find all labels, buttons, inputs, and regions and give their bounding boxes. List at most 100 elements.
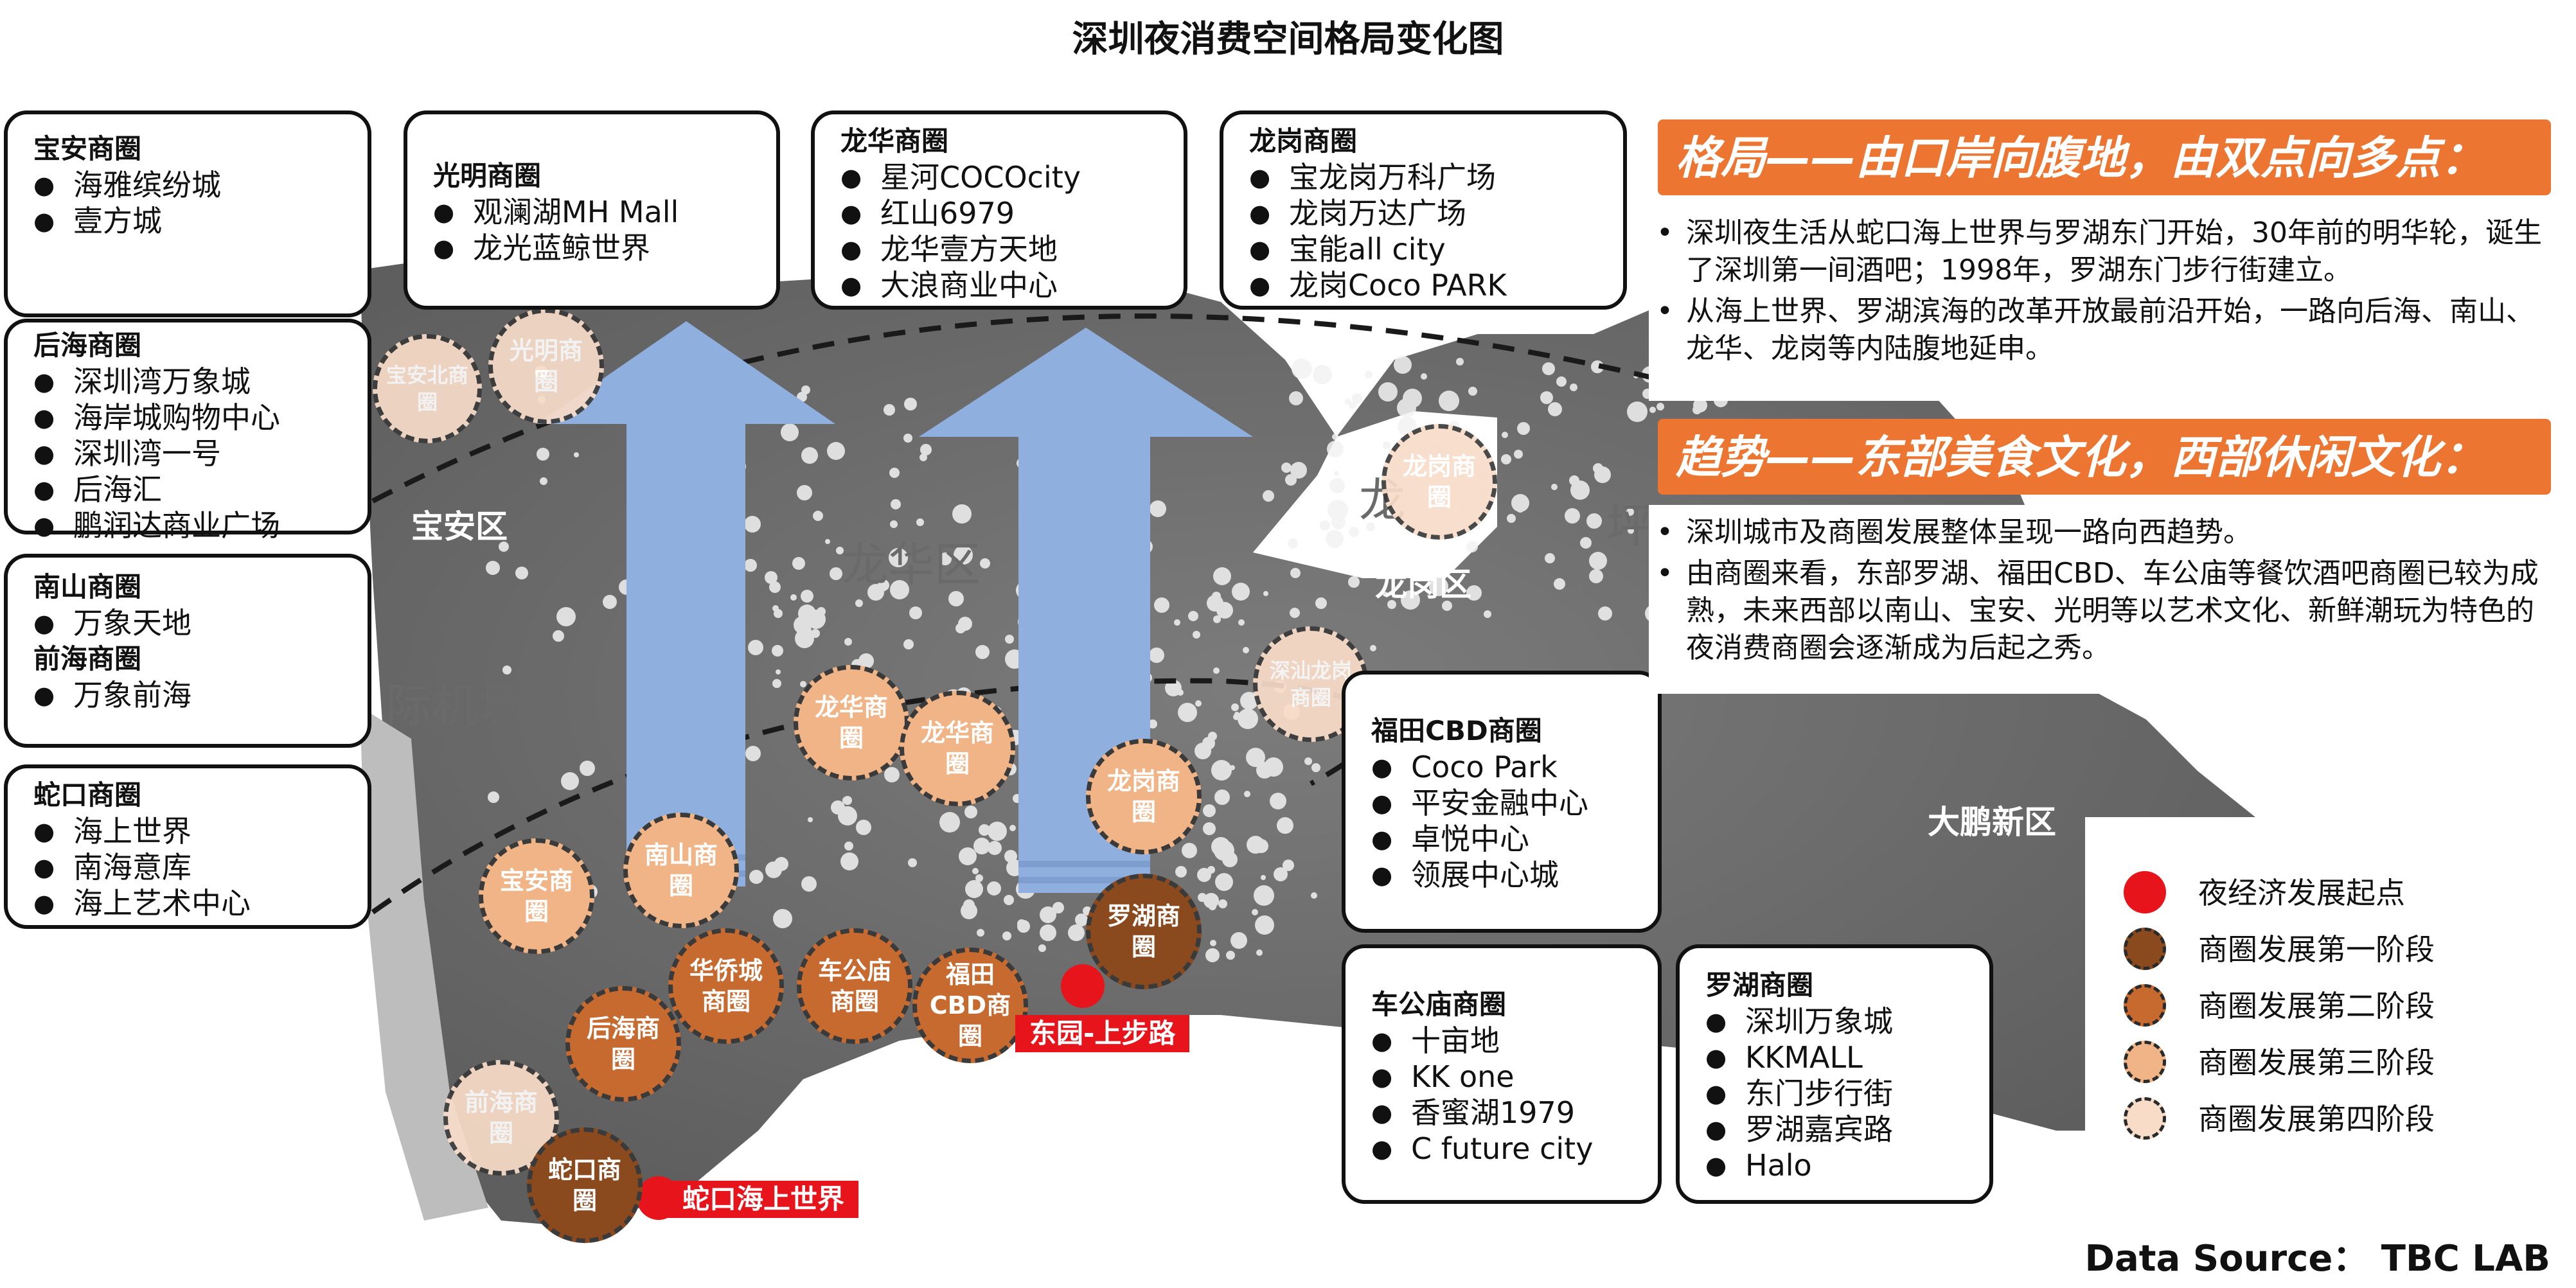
city-light-dot — [889, 468, 900, 478]
city-light-dot — [1569, 475, 1579, 486]
city-light-dot — [499, 542, 509, 552]
list-item: 卓悦中心 — [1371, 821, 1632, 857]
list-item: KKMALL — [1705, 1039, 1964, 1075]
legend-swatch-stage3 — [2124, 1041, 2166, 1083]
city-light-dot — [502, 666, 511, 675]
city-light-dot — [1304, 757, 1312, 765]
city-light-dot — [1365, 371, 1372, 378]
city-light-dot — [1514, 450, 1523, 459]
box-shekou-list: 海上世界 南海意库 海上艺术中心 — [33, 813, 342, 921]
city-light-dot — [776, 669, 781, 675]
box-longgang-header: 龙岗商圈 — [1249, 125, 1358, 157]
circle-qianhai: 前海商圈 — [443, 1060, 559, 1176]
legend-label: 商圈发展第二阶段 — [2198, 989, 2435, 1023]
city-light-dot — [1211, 837, 1230, 856]
city-light-dot — [939, 552, 952, 565]
list-item: 平安金融中心 — [1371, 785, 1632, 821]
outer-boundary-curve — [371, 313, 1736, 504]
city-light-dot — [1210, 940, 1216, 946]
city-light-dot — [1246, 748, 1265, 767]
city-light-dot — [1149, 648, 1164, 663]
city-light-dot — [561, 772, 579, 790]
list-item: 海上艺术中心 — [33, 885, 342, 921]
box-baoan: 宝安商圈 海雅缤纷城 壹方城 — [4, 110, 371, 317]
city-light-dot — [1551, 484, 1558, 490]
city-light-dot — [1311, 892, 1317, 899]
city-light-dot — [1429, 577, 1448, 596]
city-light-dot — [1328, 500, 1348, 520]
city-light-dot — [1174, 619, 1180, 626]
city-light-dot — [1352, 393, 1362, 403]
city-light-dot — [1002, 931, 1011, 940]
city-light-dot — [891, 499, 901, 509]
city-light-dot — [1215, 873, 1233, 891]
city-light-dot — [1263, 490, 1274, 502]
city-light-dot — [1290, 568, 1301, 578]
city-light-dot — [1213, 615, 1221, 623]
city-light-dot — [920, 444, 932, 455]
city-light-dot — [1320, 520, 1330, 531]
city-light-dot — [1238, 709, 1258, 729]
circle-huaqiaocheng: 华侨城商圈 — [668, 928, 784, 1044]
city-light-dot — [844, 638, 852, 646]
city-light-dot — [1222, 852, 1238, 867]
city-light-dot — [1213, 667, 1220, 674]
city-light-dot — [1593, 463, 1603, 473]
city-light-dot — [1277, 823, 1282, 828]
box-chegongmiao: 车公庙商圈 十亩地 KK one 香蜜湖1979 C future city — [1342, 944, 1662, 1204]
city-light-dot — [975, 645, 990, 659]
city-light-dot — [765, 861, 782, 878]
box-guangming-list: 观澜湖MH Mall 龙光蓝鲸世界 — [433, 194, 751, 266]
box-longhua-header: 龙华商圈 — [840, 125, 949, 157]
list-item: 宝能all city — [1249, 231, 1597, 267]
city-light-dot — [1038, 944, 1046, 952]
data-source: Data Source： TBC LAB — [2084, 1238, 2550, 1280]
city-light-dot — [744, 559, 757, 572]
legend-swatch-stage2 — [2124, 984, 2166, 1027]
city-light-dot — [1148, 719, 1157, 728]
city-light-dot — [1484, 610, 1491, 618]
city-light-dot — [817, 607, 826, 616]
city-light-dot — [909, 606, 922, 619]
city-light-dot — [975, 874, 983, 882]
city-light-dot — [1193, 631, 1200, 639]
city-light-dot — [919, 454, 927, 461]
list-item: 领展中心城 — [1371, 857, 1632, 893]
city-light-dot — [772, 645, 783, 657]
city-light-dot — [988, 822, 1007, 841]
city-light-dot — [1277, 817, 1293, 834]
city-light-dot — [1378, 382, 1398, 401]
city-light-dot — [1195, 743, 1211, 759]
city-light-dot — [1545, 553, 1555, 563]
list-item: 万象前海 — [33, 677, 342, 713]
city-light-dot — [1150, 500, 1166, 517]
city-light-dot — [1516, 505, 1524, 513]
circle-baoan: 宝安商圈 — [479, 838, 594, 954]
city-light-dot — [964, 806, 977, 818]
list-item: 海雅缤纷城 — [33, 167, 342, 203]
city-light-dot — [1586, 513, 1602, 529]
city-light-dot — [916, 518, 924, 526]
city-light-dot — [1311, 763, 1320, 772]
city-light-dot — [1315, 597, 1327, 609]
city-light-dot — [1570, 384, 1577, 391]
section2-heading: 趋势——东部美食文化，西部休闲文化： — [1658, 419, 2551, 495]
city-light-dot — [1218, 899, 1227, 908]
city-light-dot — [1261, 875, 1266, 880]
city-light-dot — [879, 584, 887, 592]
city-light-dot — [1288, 538, 1298, 549]
city-light-dot — [765, 571, 777, 584]
city-light-dot — [1554, 578, 1565, 590]
box-longgang: 龙岗商圈 宝龙岗万科广场 龙岗万达广场 宝能all city 龙岗Coco PA… — [1220, 110, 1627, 310]
city-light-dot — [1283, 860, 1294, 871]
city-light-dot — [1565, 508, 1580, 524]
city-light-dot — [1198, 893, 1207, 902]
city-light-dot — [1421, 373, 1427, 380]
city-light-dot — [1254, 885, 1274, 906]
city-light-dot — [858, 653, 874, 669]
list-item: KK one — [1371, 1059, 1632, 1095]
city-light-dot — [1209, 903, 1216, 910]
city-light-dot — [980, 558, 990, 569]
city-light-dot — [1370, 645, 1376, 651]
city-light-dot — [890, 520, 898, 528]
